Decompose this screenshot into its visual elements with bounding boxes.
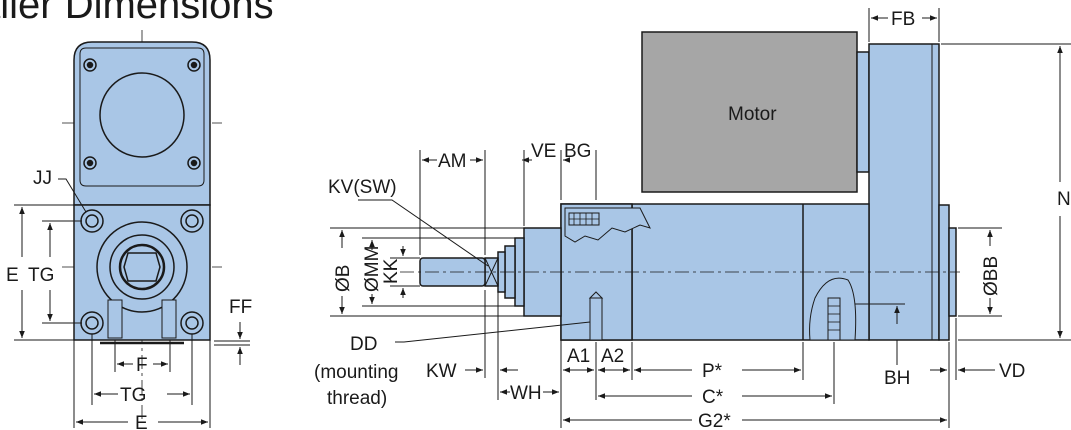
label-bh: BH	[884, 368, 910, 389]
label-jj: JJ	[33, 168, 52, 189]
label-vd: VD	[999, 361, 1025, 382]
motor-label: Motor	[728, 104, 777, 125]
tie-rod-bolt	[80, 209, 104, 233]
label-wh: WH	[510, 383, 542, 404]
label-a2: A2	[601, 346, 624, 367]
label-am: AM	[438, 151, 467, 172]
label-kk: KK	[381, 258, 402, 284]
label-tg-horizontal: TG	[120, 385, 146, 406]
page-title: aller Dimensions	[0, 0, 274, 27]
label-g2: G2*	[698, 411, 731, 430]
label-obb: ØBB	[981, 256, 1002, 296]
label-dd: DD	[350, 334, 377, 355]
label-kv-sw: KV(SW)	[328, 177, 397, 198]
label-ob: ØB	[333, 265, 354, 292]
label-e-vertical: E	[6, 265, 19, 286]
side-view-dimensions	[330, 8, 1071, 428]
end-view-dimensions	[14, 178, 250, 428]
label-fb: FB	[891, 9, 915, 30]
tie-rod-bolt	[180, 209, 204, 233]
end-view	[62, 30, 222, 420]
label-thread: thread)	[327, 388, 387, 409]
label-ve: VE	[531, 141, 556, 162]
label-p: P*	[702, 361, 723, 382]
motor-flange-circle	[99, 72, 185, 158]
label-e-horizontal: E	[135, 413, 148, 430]
label-a1: A1	[567, 346, 590, 367]
label-n1: N1	[1057, 189, 1071, 210]
label-omm: ØMM	[362, 246, 383, 292]
label-c: C*	[702, 387, 724, 408]
label-tg-vertical: TG	[28, 265, 54, 286]
motor	[641, 31, 858, 193]
side-view	[400, 31, 960, 341]
label-kw: KW	[426, 361, 457, 382]
label-ff: FF	[229, 297, 252, 318]
label-mounting: (mounting	[314, 362, 399, 383]
tie-rod-bolt	[180, 311, 204, 335]
tie-rod-bolt	[80, 311, 104, 335]
label-f: F	[136, 355, 148, 376]
gearbox	[868, 43, 940, 341]
label-bg: BG	[564, 141, 591, 162]
